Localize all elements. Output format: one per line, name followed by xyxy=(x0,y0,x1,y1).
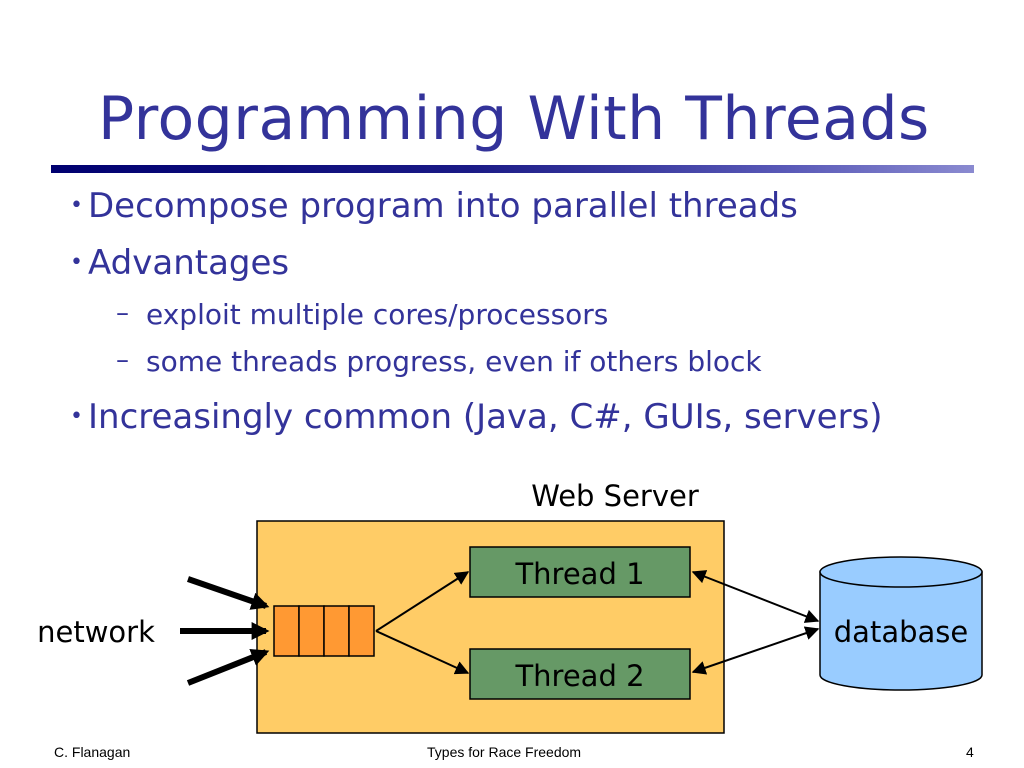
request-queue xyxy=(273,605,375,657)
footer-talk-title: Types for Race Freedom xyxy=(427,744,582,760)
footer-page-number: 4 xyxy=(966,744,974,760)
sub-bullet-text: some threads progress, even if others bl… xyxy=(146,345,762,378)
database-arrow xyxy=(691,570,820,623)
network-label: network xyxy=(37,615,155,649)
footer-author: C. Flanagan xyxy=(54,744,131,760)
queue-slot xyxy=(298,605,325,657)
database-arrows xyxy=(691,570,820,675)
queue-slot xyxy=(323,605,350,657)
bullet-mark: • xyxy=(70,250,83,275)
title-divider xyxy=(51,165,974,173)
thread-1-rect xyxy=(469,546,691,598)
database-body xyxy=(819,571,983,691)
database-label: database xyxy=(834,615,968,649)
database-cylinder: database xyxy=(819,556,983,691)
bullet-list: • Decompose program into parallel thread… xyxy=(70,186,883,437)
bullet-text: Advantages xyxy=(88,243,290,283)
queue-slot xyxy=(273,605,300,657)
sub-bullet-text: exploit multiple cores/processors xyxy=(146,298,609,331)
database-arrow xyxy=(691,626,820,675)
bullet-text: Decompose program into parallel threads xyxy=(88,186,798,226)
thread-1-box: Thread 1 xyxy=(469,546,691,598)
network-arrow xyxy=(187,576,270,610)
network-arrows xyxy=(180,576,270,686)
bullet-mark: • xyxy=(70,193,83,218)
thread-2-label: Thread 2 xyxy=(514,659,644,693)
dispatch-arrows xyxy=(375,571,470,675)
web-server-label: Web Server xyxy=(531,479,699,513)
dash-mark: – xyxy=(116,345,129,375)
dispatch-arrow xyxy=(375,571,470,632)
network-arrow xyxy=(186,648,270,686)
thread-1-label: Thread 1 xyxy=(514,557,644,591)
dispatch-arrow xyxy=(375,630,470,675)
database-top xyxy=(819,556,983,588)
queue-slot xyxy=(348,605,375,657)
thread-2-box: Thread 2 xyxy=(469,648,691,700)
bullet-text: Increasingly common (Java, C#, GUIs, ser… xyxy=(88,397,883,437)
thread-2-rect xyxy=(469,648,691,700)
bullet-mark: • xyxy=(70,404,83,429)
dash-mark: – xyxy=(116,298,129,328)
slide-title: Programming With Threads xyxy=(98,84,930,154)
